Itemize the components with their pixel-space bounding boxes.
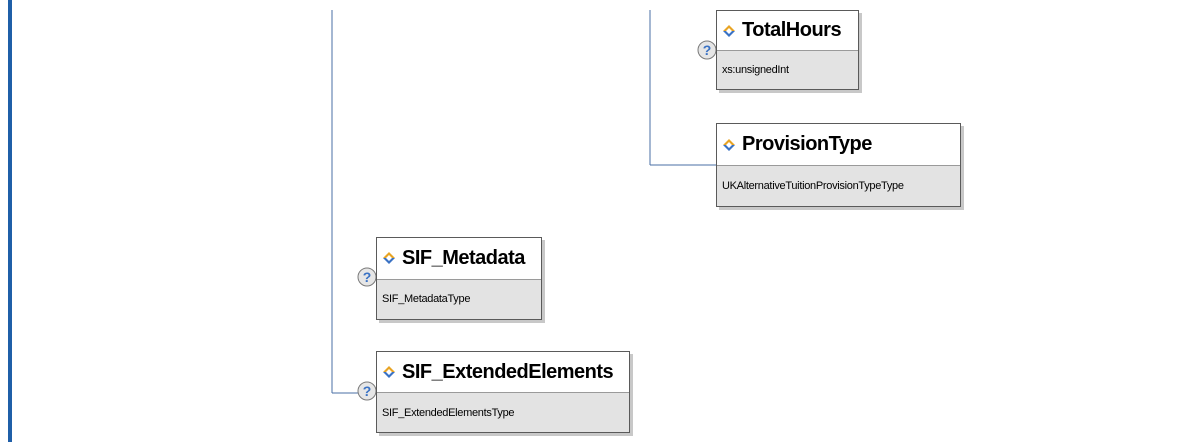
- node-header: ProvisionType: [717, 124, 960, 165]
- node-header: SIF_ExtendedElements: [377, 352, 629, 392]
- element-icon: [722, 24, 736, 38]
- element-icon: [382, 251, 396, 265]
- element-type: SIF_MetadataType: [377, 278, 541, 319]
- svg-text:?: ?: [703, 42, 712, 58]
- element-name: SIF_Metadata: [402, 246, 525, 269]
- svg-text:?: ?: [363, 383, 372, 399]
- element-name: SIF_ExtendedElements: [402, 360, 614, 383]
- element-type: SIF_ExtendedElementsType: [377, 392, 629, 432]
- node-header: SIF_Metadata: [377, 238, 541, 279]
- svg-text:?: ?: [363, 269, 372, 285]
- element-name: TotalHours: [742, 19, 842, 41]
- element-node-sif-extended-elements[interactable]: SIF_ExtendedElements SIF_ExtendedElement…: [376, 351, 630, 433]
- node-header: TotalHours: [717, 11, 858, 50]
- element-type: UKAlternativeTuitionProvisionTypeType: [717, 165, 960, 206]
- element-icon: [722, 138, 736, 152]
- element-type: xs:unsignedInt: [717, 50, 858, 89]
- optional-question-icon: ?: [357, 267, 377, 287]
- element-node-sif-metadata[interactable]: SIF_Metadata SIF_MetadataType: [376, 237, 542, 320]
- element-name: ProvisionType: [742, 133, 872, 155]
- left-border-bar: [8, 0, 12, 442]
- optional-question-icon: ?: [697, 40, 717, 60]
- optional-question-icon: ?: [357, 381, 377, 401]
- element-node-provision-type[interactable]: ProvisionType UKAlternativeTuitionProvis…: [716, 123, 961, 207]
- element-node-total-hours[interactable]: TotalHours xs:unsignedInt: [716, 10, 859, 90]
- element-icon: [382, 365, 396, 379]
